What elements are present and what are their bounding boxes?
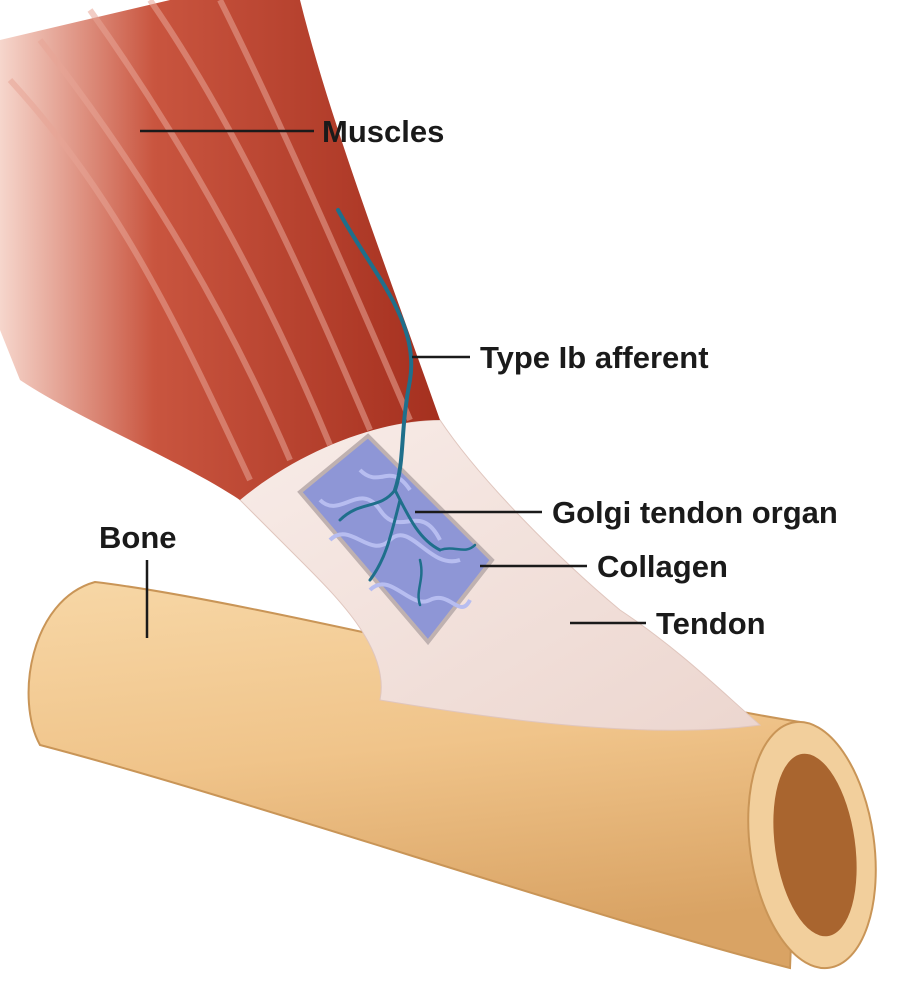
leader-lines <box>140 129 646 638</box>
bone-marrow <box>773 753 857 937</box>
golgi-tendon-organ <box>297 433 495 646</box>
type-ib-afferent-nerve <box>336 208 477 607</box>
label-collagen: Collagen <box>597 549 728 584</box>
label-bone: Bone <box>99 520 177 555</box>
label-tendon: Tendon <box>656 606 766 641</box>
bone <box>27 580 877 970</box>
label-muscles: Muscles <box>322 114 445 149</box>
muscles <box>0 0 440 500</box>
label-type-ib-afferent: Type Ib afferent <box>480 340 709 375</box>
label-golgi-tendon-organ: Golgi tendon organ <box>552 495 838 530</box>
